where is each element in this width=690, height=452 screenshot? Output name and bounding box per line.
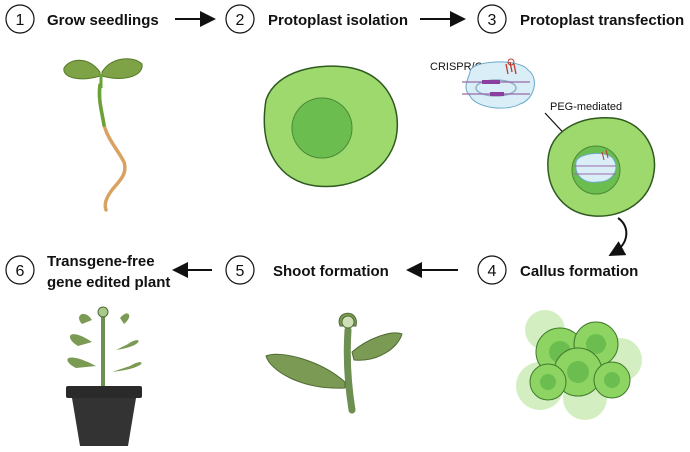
seedling-illustration (63, 58, 143, 212)
step-4-number-circle (477, 255, 507, 285)
step-6-number: 6 (16, 263, 25, 280)
callus-illustration (516, 310, 642, 420)
step-2-title: Protoplast isolation (268, 12, 408, 29)
seedling-leaf-right (101, 58, 143, 79)
shoot-leaf-left (265, 353, 346, 389)
step-3-number-circle (477, 4, 507, 34)
pot-rim (66, 386, 142, 398)
shoot-leaf-right (351, 332, 403, 361)
arrow-3-to-4 (608, 217, 628, 256)
step-2-number-circle (225, 4, 255, 34)
step-3-title: Protoplast transfection (520, 12, 684, 29)
step-2-number: 2 (236, 12, 245, 29)
protoplast-nucleus (291, 97, 353, 159)
protoplast-illustration (263, 65, 399, 188)
crispr-plasmid (462, 58, 535, 109)
step-6-title-line2: gene edited plant (47, 274, 170, 291)
peg-label: PEG-mediated (550, 101, 622, 113)
step-6-title-line1: Transgene-free (47, 253, 155, 270)
step-4-header: 4 Callus formation (477, 255, 638, 285)
shoot-illustration (265, 312, 403, 414)
step-6-number-circle (5, 255, 35, 285)
step-1-title: Grow seedlings (47, 12, 159, 29)
pot-body (72, 398, 136, 446)
step-6-header: 6 Transgene-free gene edited plant (5, 253, 170, 291)
transfected-protoplast (547, 117, 656, 217)
step-5-title: Shoot formation (273, 263, 389, 280)
step-1-number-circle (5, 4, 35, 34)
step-5-header: 5 Shoot formation (225, 255, 389, 285)
seedling-leaf-left (63, 59, 101, 80)
step-1-header: 1 Grow seedlings (5, 4, 159, 34)
step-1-number: 1 (16, 12, 25, 29)
step-2-header: 2 Protoplast isolation (225, 4, 408, 34)
step-3-header: 3 Protoplast transfection (477, 4, 684, 34)
step-5-number-circle (225, 255, 255, 285)
step-5-number: 5 (236, 263, 245, 280)
step-4-title: Callus formation (520, 263, 638, 280)
step-3-number: 3 (488, 12, 497, 29)
step-4-number: 4 (488, 263, 497, 280)
potted-plant-illustration (66, 306, 142, 446)
